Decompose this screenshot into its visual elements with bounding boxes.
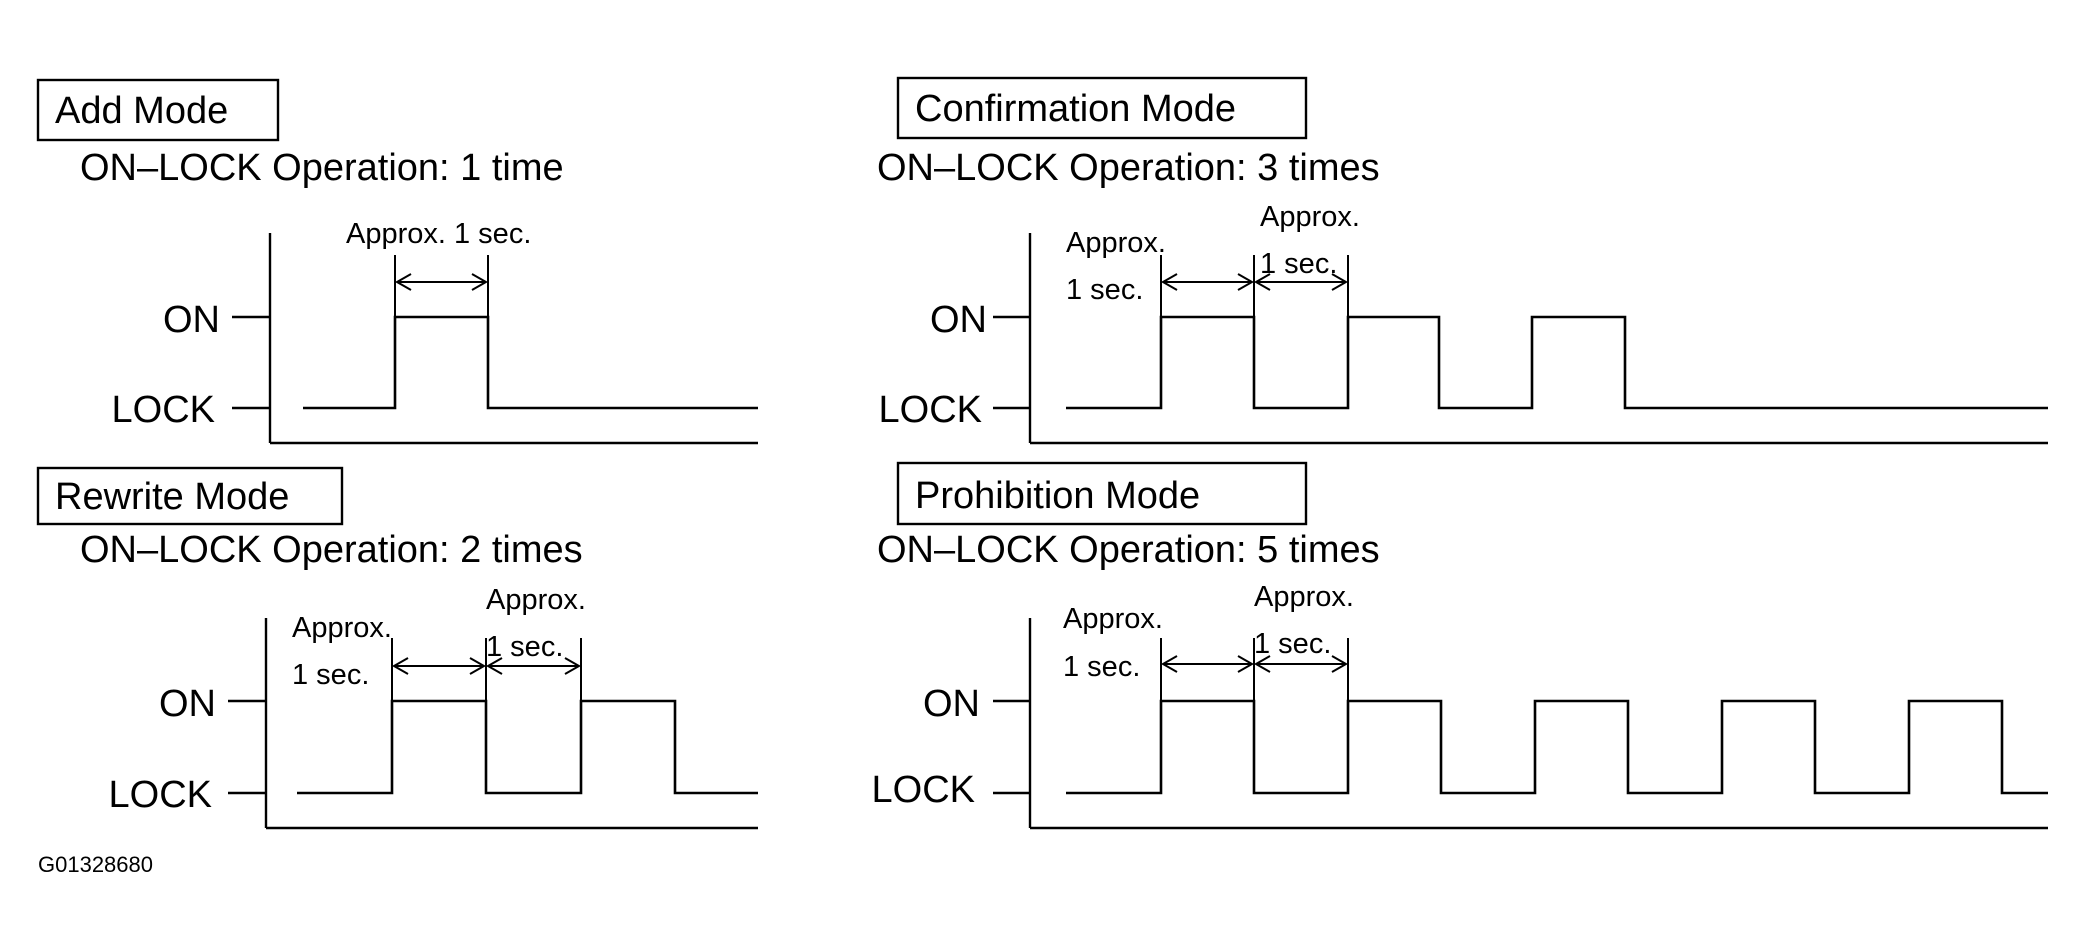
duration-label-first-line1: Approx. xyxy=(292,612,392,644)
duration-label-first-line1: Approx. xyxy=(1063,603,1163,635)
mode-title-box xyxy=(36,78,280,142)
arrowhead-left xyxy=(1253,655,1271,673)
signal-waveform xyxy=(1066,699,2048,795)
arrowhead-right xyxy=(1237,655,1255,673)
duration-label-second-line1: Approx. xyxy=(1254,581,1354,613)
level-label-on: ON xyxy=(923,683,980,725)
duration-label-first-line2: 1 sec. xyxy=(292,659,369,691)
level-label-lock: LOCK xyxy=(872,769,975,811)
panel-prohibition-mode: Prohibition Mode ON–LOCK Operation: 5 ti… xyxy=(872,461,2048,830)
arrowhead-right xyxy=(469,657,487,675)
mode-title-box xyxy=(896,76,1308,140)
mode-title: Confirmation Mode xyxy=(915,88,1236,130)
arrowhead-right xyxy=(471,273,489,291)
signal-waveform xyxy=(1066,315,2048,410)
arrowhead-left xyxy=(1160,273,1178,291)
mode-title: Add Mode xyxy=(55,90,228,132)
signal-waveform xyxy=(303,315,758,410)
duration-label-first-line2: 1 sec. xyxy=(1066,274,1143,306)
mode-title: Rewrite Mode xyxy=(55,476,289,518)
duration-label-second-line1: Approx. xyxy=(486,584,586,616)
arrowhead-left xyxy=(391,657,409,675)
duration-label-first-line2: 1 sec. xyxy=(1063,651,1140,683)
panel-add-mode: Add Mode ON–LOCK Operation: 1 time ON LO… xyxy=(36,78,758,445)
operation-count-label: ON–LOCK Operation: 1 time xyxy=(80,147,564,189)
mode-title-box xyxy=(896,461,1308,526)
panel-rewrite-mode: Rewrite Mode ON–LOCK Operation: 2 times … xyxy=(36,466,758,830)
level-label-lock: LOCK xyxy=(879,389,982,431)
panel-confirmation-mode: Confirmation Mode ON–LOCK Operation: 3 t… xyxy=(877,76,2048,445)
duration-label: Approx. 1 sec. xyxy=(346,218,531,250)
operation-count-label: ON–LOCK Operation: 2 times xyxy=(80,529,583,571)
arrowhead-right xyxy=(1331,655,1349,673)
level-label-on: ON xyxy=(930,299,987,341)
arrowhead-left xyxy=(1253,273,1271,291)
duration-label-first-line1: Approx. xyxy=(1066,227,1166,259)
arrowhead-right xyxy=(1331,273,1349,291)
level-label-on: ON xyxy=(163,299,220,341)
arrowhead-left xyxy=(485,657,503,675)
figure-id: G01328680 xyxy=(38,852,153,877)
signal-waveform xyxy=(297,699,758,795)
arrowhead-left xyxy=(1160,655,1178,673)
duration-label-second-line2: 1 sec. xyxy=(1254,628,1331,660)
level-label-lock: LOCK xyxy=(112,389,215,431)
level-label-on: ON xyxy=(159,683,216,725)
duration-label-second-line2: 1 sec. xyxy=(486,631,563,663)
mode-title: Prohibition Mode xyxy=(915,475,1200,517)
duration-label-second-line2: 1 sec. xyxy=(1260,248,1337,280)
operation-count-label: ON–LOCK Operation: 5 times xyxy=(877,529,1380,571)
level-label-lock: LOCK xyxy=(109,774,212,816)
arrowhead-left xyxy=(394,273,412,291)
arrowhead-right xyxy=(564,657,582,675)
duration-label-second-line1: Approx. xyxy=(1260,201,1360,233)
operation-count-label: ON–LOCK Operation: 3 times xyxy=(877,147,1380,189)
arrowhead-right xyxy=(1237,273,1255,291)
mode-title-box xyxy=(36,466,344,526)
